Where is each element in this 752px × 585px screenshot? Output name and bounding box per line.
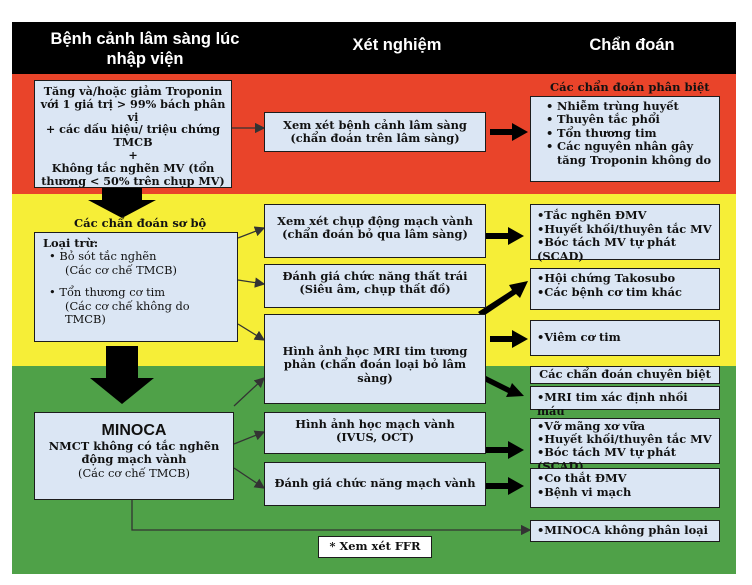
dx-text: Co thắt ĐMV [544,471,627,485]
test-clinical-context: Xem xét bệnh cảnh lâm sàng (chẩn đoán tr… [264,112,486,152]
dx-text: Bệnh vi mạch [544,484,632,499]
dx-text: Huyết khối/thuyên tắc MV [544,221,712,236]
differential-dx-box: Nhiễm trùng huyết Thuyên tắc phổi Tổn th… [530,96,720,182]
dx-mri-infarct-box: •MRI tim xác định nhồi máu [530,386,720,417]
dx-item: •Co thắt ĐMV [537,471,627,485]
presentation-line: + các dấu hiệu/ triệu chứng [45,122,221,137]
exclusion-item: • Bỏ sót tắc nghẽn [49,249,157,264]
test-coronary-angiography: Xem xét chụp động mạch vành (chẩn đoán b… [264,204,486,258]
dx-item: •Bóc tách MV tự phát (SCAD) [537,235,677,263]
flowchart: Bệnh cảnh lâm sàng lúc nhập viện Xét ngh… [12,22,736,574]
minoca-definition: NMCT không có tắc nghẽn động mạch vành [48,439,220,467]
dx-item: •Bệnh vi mạch [537,484,632,499]
dx-item: •Huyết khối/thuyên tắc MV [537,221,712,236]
dx-item: Nhiễm trùng huyết [543,99,715,114]
dx-text: Viêm cơ tim [544,330,621,344]
specific-dx-title: Các chẩn đoán chuyên biệt [530,366,720,384]
header-band [12,22,736,74]
dx-item: •Huyết khối/thuyên tắc MV [537,432,712,447]
dx-myocarditis-box: •Viêm cơ tim [530,320,720,356]
differential-dx-list: Nhiễm trùng huyết Thuyên tắc phổi Tổn th… [543,99,715,167]
dx-item: •Vỡ mãng xơ vữa [537,419,645,433]
header-col-presentation: Bệnh cảnh lâm sàng lúc nhập viện [50,30,240,68]
minoca-box: MINOCA NMCT không có tắc nghẽn động mạch… [34,412,234,500]
big-down-arrow-1 [88,186,156,218]
dx-text: Bóc tách MV tự phát (SCAD) [537,235,677,263]
clinical-presentation-box: Tăng và/hoặc giảm Troponin với 1 giá trị… [34,80,232,188]
presentation-line: Không tắc nghẽn MV (tổn [51,160,215,175]
exclusion-sub: (Các cơ chế không do TMCB) [65,298,190,327]
preliminary-dx-title: Các chẩn đoán sơ bộ [74,216,207,230]
exclusion-box: Loại trừ: • Bỏ sót tắc nghẽn (Các cơ chế… [34,232,238,342]
exclusion-sub: (Các cơ chế TMCB) [65,262,177,277]
dx-spasm-box: •Co thắt ĐMV •Bệnh vi mạch [530,468,720,508]
dx-item: •Hội chứng Takosubo [537,271,676,285]
dx-item: Tổn thương tim [543,126,715,141]
dx-unclassified-box: •MINOCA không phân loại [530,520,720,542]
dx-item: •MINOCA không phân loại [537,523,708,537]
dx-text: Các bệnh cơ tim khác [544,284,682,299]
dx-plaque-box: •Vỡ mãng xơ vữa •Huyết khối/thuyên tắc M… [530,418,720,472]
dx-item: Thuyên tắc phổi [543,112,715,127]
dx-item: •Viêm cơ tim [537,330,621,344]
dx-text: MINOCA không phân loại [544,523,708,537]
exclusion-item-text: Tổn thương cơ tim [59,285,166,300]
dx-text: Hội chứng Takosubo [544,271,676,285]
dx-text: Tắc nghẽn ĐMV [544,208,647,222]
header-col-tests: Xét nghiệm [352,36,442,54]
ffr-note: * Xem xét FFR [318,536,432,558]
test-lv-function: Đánh giá chức năng thất trái (Siêu âm, c… [264,264,486,308]
dx-item: Các nguyên nhân gây tăng Troponin không … [543,140,715,167]
minoca-mechanism: (Các cơ chế TMCB) [78,465,190,480]
test-intracoronary-imaging: Hình ảnh học mạch vành (IVUS, OCT) [264,412,486,454]
presentation-line: Tăng và/hoặc giảm Troponin [43,84,223,98]
test-coronary-function: Đánh giá chức năng mạch vành [264,462,486,506]
test-cardiac-mri: Hình ảnh học MRI tim tương phản (chẩn đo… [264,314,486,404]
connector-arrows [88,122,532,536]
dx-item: •Các bệnh cơ tim khác [537,284,682,299]
dx-obstructive-box: •Tắc nghẽn ĐMV •Huyết khối/thuyên tắc MV… [530,204,720,263]
differential-dx-title: Các chẩn đoán phân biệt [550,80,710,94]
dx-text: MRI tim xác định nhồi máu [537,390,688,418]
big-down-arrow-2 [90,346,154,404]
exclusion-item: • Tổn thương cơ tim [49,285,166,300]
dx-cardiomyopathy-box: •Hội chứng Takosubo •Các bệnh cơ tim khá… [530,268,720,310]
presentation-line: thương < 50% trên chụp MV) [41,173,225,188]
exclusion-title: Loại trừ: [43,236,99,250]
presentation-line: TMCB [113,135,153,150]
dx-text: Vỡ mãng xơ vữa [544,419,645,433]
dx-item: •MRI tim xác định nhồi máu [537,390,688,418]
header-col-diagnosis: Chẩn đoán [589,36,675,54]
exclusion-item-text: Bỏ sót tắc nghẽn [59,249,157,264]
presentation-line: + [128,147,138,162]
dx-text: Huyết khối/thuyên tắc MV [544,432,712,447]
dx-item: •Tắc nghẽn ĐMV [537,208,647,222]
minoca-title: MINOCA [101,422,167,439]
presentation-line: với 1 giá trị > 99% bách phân vị [40,96,226,124]
